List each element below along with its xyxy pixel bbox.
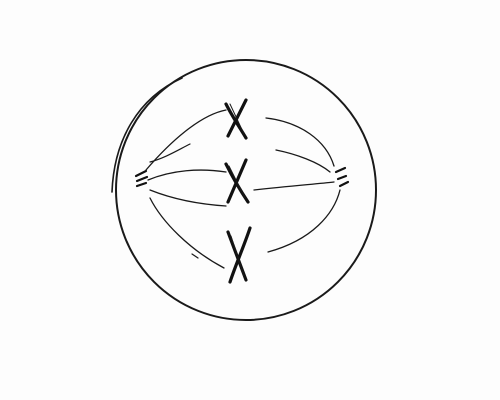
spindle-fiber — [265, 117, 335, 167]
spindle-fiber — [147, 169, 227, 181]
spindle-fiber — [149, 189, 227, 207]
spindle-fiber — [267, 189, 341, 253]
spindle-fiber — [149, 143, 191, 163]
spindle-fiber — [253, 181, 335, 191]
cell-membrane — [115, 59, 377, 321]
left-pole — [134, 169, 149, 188]
chromosome-bottom — [226, 226, 252, 284]
membrane-sketch-stroke — [111, 77, 183, 193]
chromosome-top — [224, 98, 248, 140]
spindle-fiber — [145, 109, 227, 171]
spindle-fiber — [275, 149, 331, 173]
chromosome-middle — [224, 158, 250, 204]
spindle-fiber — [149, 197, 225, 269]
spindle-fiber — [191, 253, 199, 259]
spindle-fibers — [145, 109, 341, 269]
right-pole — [334, 166, 350, 188]
